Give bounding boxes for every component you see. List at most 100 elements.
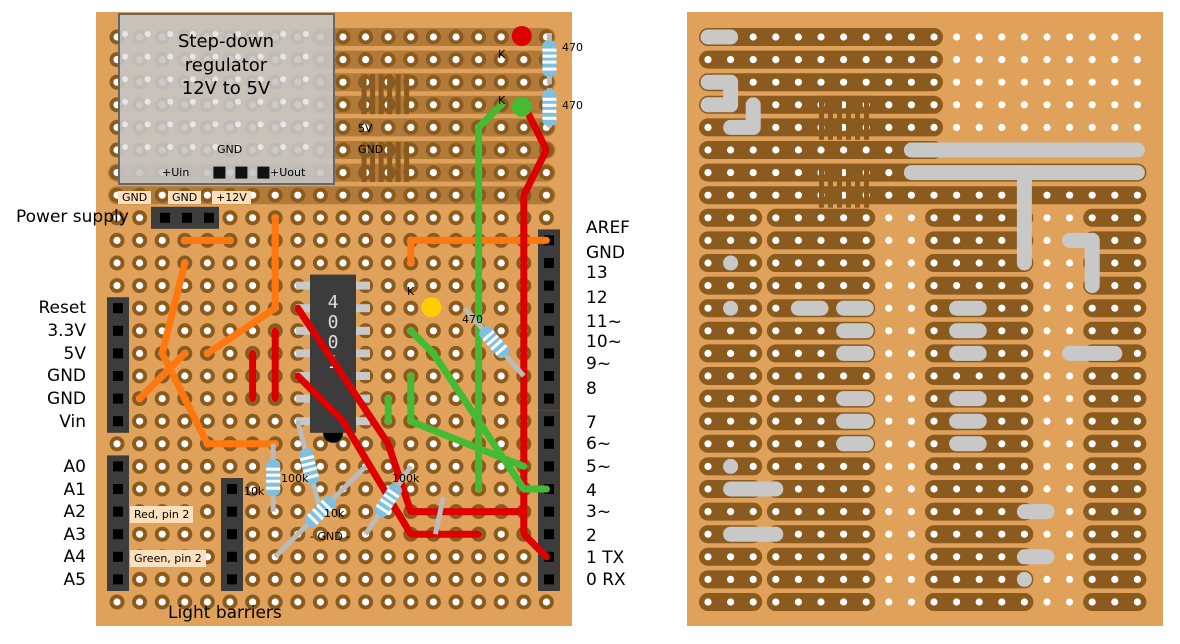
- hole: [1043, 33, 1051, 41]
- hole: [429, 191, 437, 199]
- hole: [136, 575, 144, 584]
- hole: [452, 462, 460, 470]
- resistor-band: [386, 488, 400, 499]
- hole: [362, 191, 370, 199]
- hole: [452, 327, 460, 335]
- hole: [794, 485, 803, 493]
- hole: [840, 485, 848, 493]
- pad-stripe: [837, 95, 842, 140]
- hole: [840, 282, 848, 290]
- reg-hole: [212, 98, 219, 105]
- hole: [840, 259, 848, 267]
- reg-hole: [257, 98, 264, 105]
- hole: [407, 598, 415, 606]
- hole: [975, 372, 983, 380]
- hole: [953, 553, 961, 561]
- hole: [158, 485, 166, 493]
- hole: [998, 462, 1006, 470]
- wire-red: [294, 304, 528, 516]
- reg-hole: [280, 53, 287, 60]
- hole: [497, 282, 505, 290]
- reg-pin: [257, 166, 270, 179]
- header-pin: [113, 348, 123, 359]
- reg-hole: [189, 53, 196, 60]
- hole: [704, 123, 712, 131]
- hole: [817, 417, 825, 425]
- hole: [249, 598, 257, 606]
- pin-label-4: 4: [586, 481, 597, 501]
- ic-leg: [356, 394, 370, 403]
- pin-label-a2: A2: [63, 502, 86, 522]
- hole: [316, 530, 324, 538]
- hole: [817, 598, 825, 606]
- hole: [1020, 349, 1028, 357]
- hole: [907, 123, 916, 131]
- hole: [339, 440, 347, 448]
- hole: [452, 485, 460, 493]
- hole: [907, 462, 916, 470]
- hole: [497, 575, 505, 584]
- hole: [497, 304, 505, 312]
- hole: [975, 598, 983, 606]
- hole: [475, 101, 483, 109]
- hole: [158, 575, 166, 584]
- reg-uout-label: +Uout: [270, 166, 306, 179]
- resistor-band: [301, 460, 316, 468]
- hole: [953, 214, 961, 222]
- hole: [316, 440, 324, 448]
- reg-hole: [235, 31, 241, 37]
- hole: [998, 598, 1006, 606]
- hole: [520, 56, 528, 64]
- hole: [475, 598, 483, 606]
- pin-label-7: 7: [586, 413, 597, 433]
- reg-hole: [212, 31, 219, 37]
- hole: [727, 282, 735, 290]
- reg-hole: [167, 144, 174, 150]
- hole: [885, 101, 893, 109]
- hole: [907, 508, 916, 516]
- hole: [704, 530, 712, 538]
- hole: [930, 530, 938, 538]
- ic-label-char: 0: [328, 312, 339, 333]
- hole: [885, 191, 893, 199]
- hole: [862, 33, 870, 41]
- hole: [158, 395, 166, 403]
- pin-label-2: 2: [586, 526, 597, 546]
- hole: [362, 598, 370, 606]
- hole: [1133, 530, 1141, 538]
- resistor-band: [494, 344, 508, 356]
- hole: [520, 575, 528, 584]
- hole: [384, 123, 392, 131]
- hole: [862, 282, 870, 290]
- hole: [429, 372, 437, 380]
- hole: [1133, 33, 1141, 41]
- hole: [749, 462, 757, 470]
- hole: [475, 575, 483, 584]
- hole: [727, 327, 735, 335]
- wire-red: [294, 372, 483, 538]
- hole: [429, 101, 437, 109]
- hole: [953, 598, 961, 606]
- pin-label-1-tx: 1 TX: [586, 548, 625, 568]
- hole: [452, 417, 460, 425]
- hole: [497, 462, 505, 470]
- header-pin: [113, 416, 123, 427]
- pin-label-gnd-d: GND: [586, 243, 625, 263]
- hole: [749, 372, 757, 380]
- hole: [930, 214, 938, 222]
- pad-stripe: [378, 142, 384, 182]
- hole: [998, 214, 1006, 222]
- ic-leg: [296, 304, 310, 313]
- reg-pin: [235, 166, 248, 179]
- hole: [226, 395, 234, 403]
- hole: [817, 78, 825, 86]
- header-pin: [113, 551, 123, 562]
- hole: [998, 575, 1006, 584]
- hole: [271, 598, 279, 606]
- hole: [975, 33, 983, 41]
- hole: [1020, 417, 1028, 425]
- pad-stripe: [855, 163, 860, 208]
- hole: [817, 462, 825, 470]
- hole: [1088, 598, 1096, 606]
- hole: [907, 101, 916, 109]
